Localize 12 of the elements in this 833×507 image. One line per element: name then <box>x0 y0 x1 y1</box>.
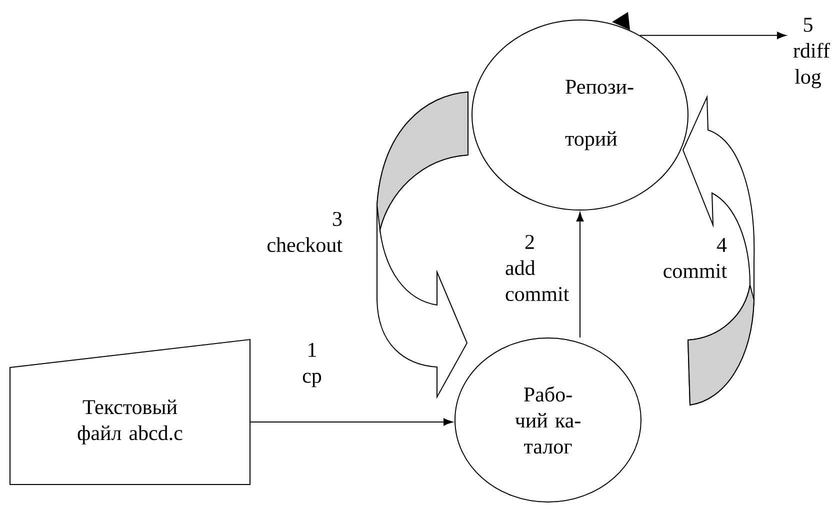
block-arrow <box>376 92 468 398</box>
edge-label: 3 checkout <box>268 212 342 252</box>
ellipse-node: Репози- торий <box>472 20 688 210</box>
arrow <box>250 418 453 426</box>
edge-label: 5 rdiff log <box>793 18 830 88</box>
edge-label: 2 add commit <box>506 234 570 302</box>
edge-label: 1 cp <box>302 342 322 388</box>
ellipse-node: Рабо- чий ка- талог <box>454 338 642 502</box>
edge-label: 4 commit <box>664 238 727 278</box>
arrow <box>576 212 584 338</box>
block-arrow <box>682 96 755 406</box>
arrow <box>639 32 786 40</box>
